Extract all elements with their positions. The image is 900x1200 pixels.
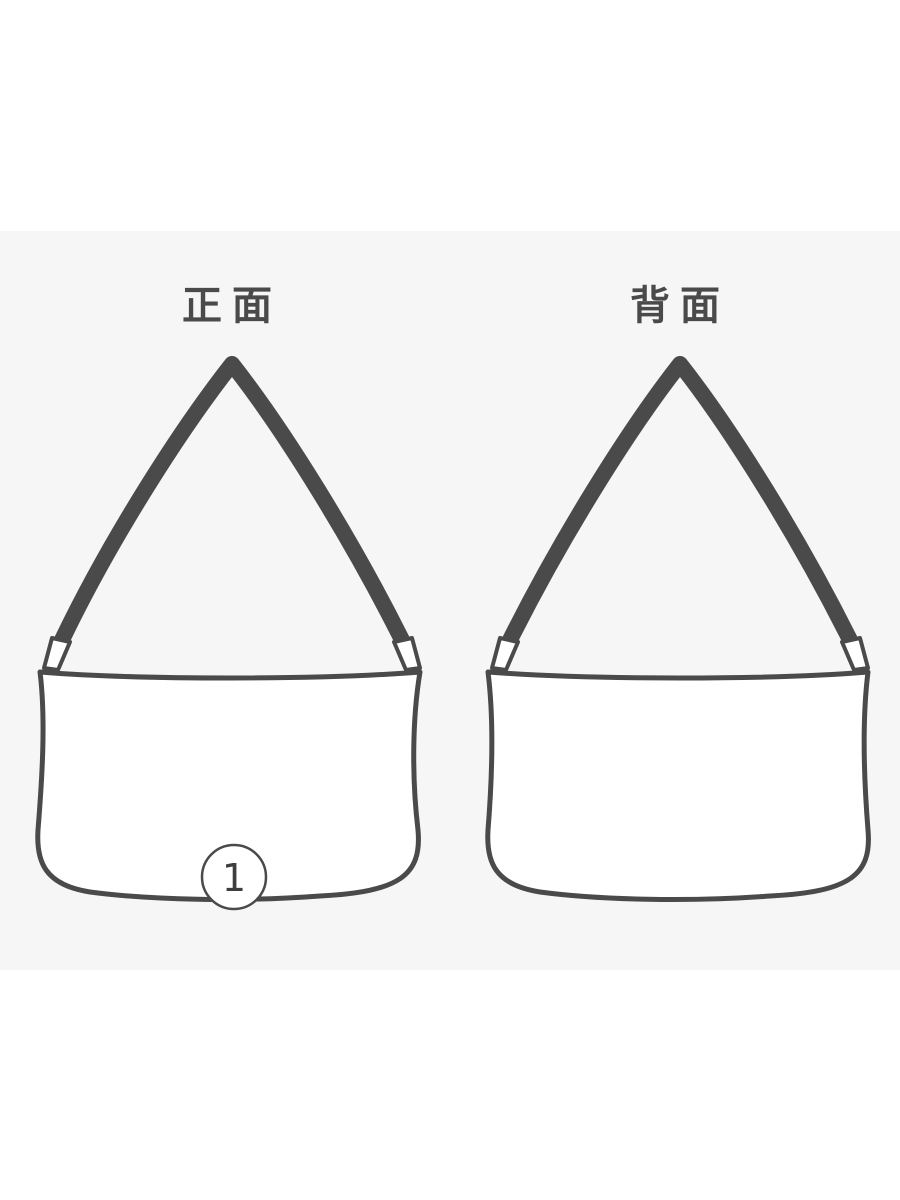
back-left-strap-tab bbox=[490, 636, 520, 672]
callout-marker-1: 1 bbox=[200, 843, 268, 911]
back-right-strap-tab bbox=[840, 636, 870, 672]
front-bag-body bbox=[35, 669, 423, 902]
back-strap-icon bbox=[502, 356, 858, 648]
front-bag bbox=[35, 356, 423, 902]
back-bag-body bbox=[485, 669, 871, 902]
front-right-strap-tab bbox=[392, 636, 422, 672]
front-view-label: 正面 bbox=[182, 283, 282, 329]
back-view-label: 背面 bbox=[630, 283, 730, 329]
front-left-strap-tab bbox=[42, 636, 72, 672]
front-strap-icon bbox=[54, 356, 410, 648]
callout-number-1: 1 bbox=[222, 856, 246, 900]
back-bag bbox=[485, 356, 871, 902]
